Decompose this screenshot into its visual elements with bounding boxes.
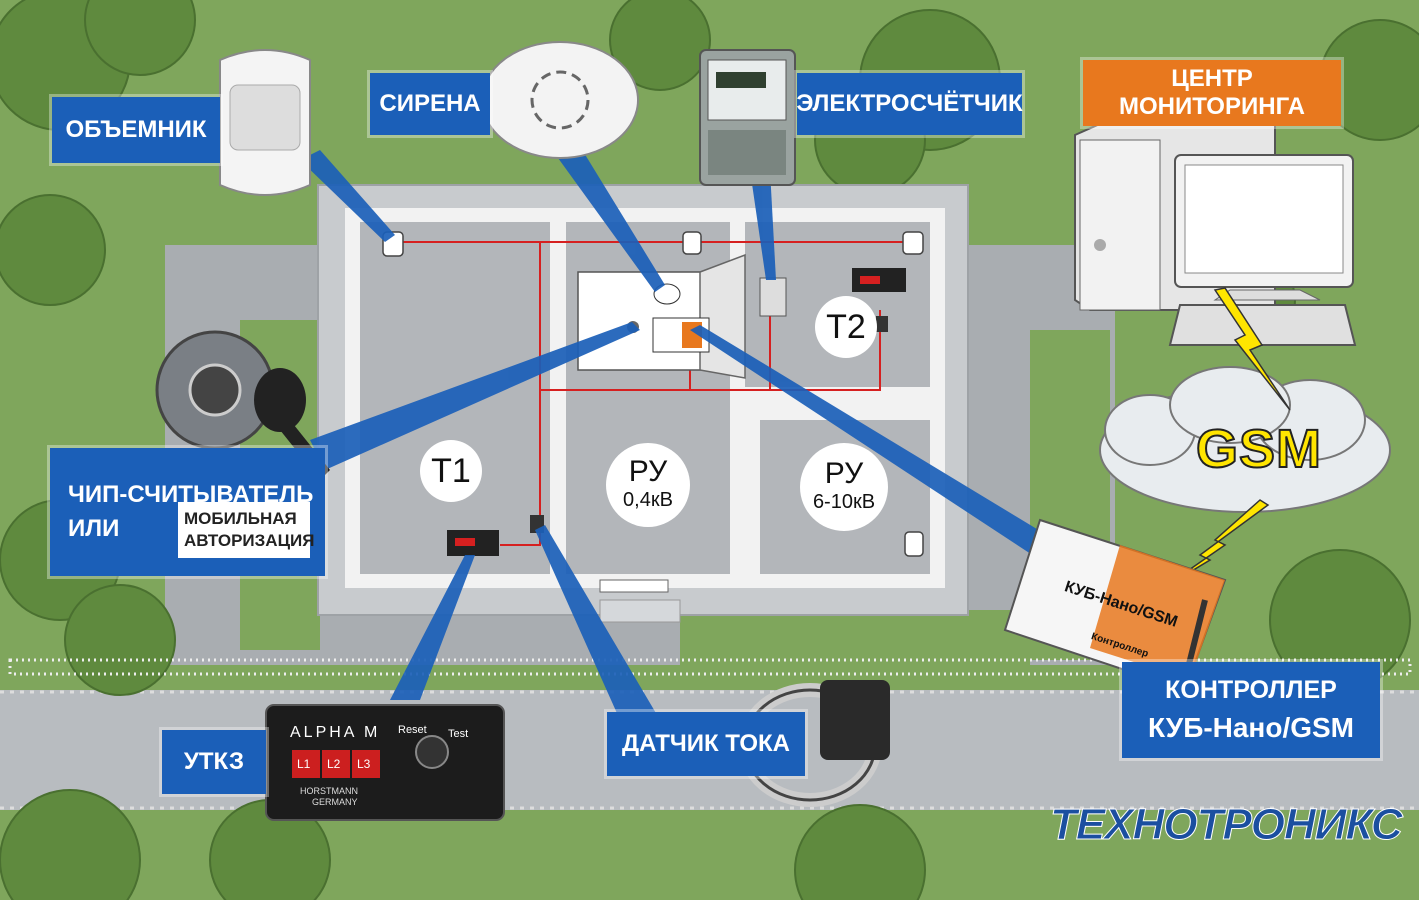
mobile-auth-badge: МОБИЛЬНАЯ АВТОРИЗАЦИЯ xyxy=(178,502,315,558)
room-label-ru-high: РУ 6-10кВ xyxy=(800,443,888,531)
ru-high-title: РУ xyxy=(824,457,864,490)
label-utkz: УТКЗ xyxy=(162,730,266,794)
controller-title: КОНТРОЛЛЕР xyxy=(1165,675,1337,704)
meter-device xyxy=(699,49,796,186)
ru-high-voltage: 6-10кВ xyxy=(812,491,876,513)
alpha-m-l1: L1 xyxy=(297,757,311,771)
siren-device xyxy=(481,41,639,159)
label-siren: СИРЕНА xyxy=(370,73,490,135)
label-current-sensor: ДАТЧИК ТОКА xyxy=(607,712,805,776)
alpha-m-test: Test xyxy=(448,728,469,740)
mobile-auth-line1: МОБИЛЬНАЯ xyxy=(184,508,297,528)
gsm-label: GSM xyxy=(1195,418,1323,480)
mobile-auth-line2: АВТОРИЗАЦИЯ xyxy=(184,531,315,550)
alpha-m-l3: L3 xyxy=(357,757,371,771)
controller-model: КУБ-Нано/GSM xyxy=(1147,712,1355,744)
connector-beams xyxy=(300,130,1055,720)
label-controller: КОНТРОЛЛЕР КУБ-Нано/GSM xyxy=(1122,662,1380,758)
ru-low-title: РУ xyxy=(628,455,668,488)
alpha-m-l2: L2 xyxy=(327,757,341,771)
chip-reader-or: ИЛИ xyxy=(68,515,120,542)
monitoring-computer xyxy=(1074,113,1357,346)
alpha-m-reset: Reset xyxy=(398,724,427,736)
label-motion-sensor: ОБЪЕМНИК xyxy=(52,97,220,163)
room-label-t2: Т2 xyxy=(815,296,877,358)
label-meter: ЭЛЕКТРОСЧЁТЧИК xyxy=(796,73,1023,135)
alpha-m-brand: HORSTMANN xyxy=(300,786,358,796)
brand-logo: ТЕХНОТРОНИКС xyxy=(1050,800,1404,850)
alpha-m-device xyxy=(265,704,505,821)
motion-detector-device xyxy=(219,49,311,196)
chip-reader-device xyxy=(155,330,330,480)
alpha-m-country: GERMANY xyxy=(312,797,358,807)
kub-controller-device xyxy=(1003,518,1227,701)
label-monitoring-center: ЦЕНТР МОНИТОРИНГА xyxy=(1083,60,1341,126)
ru-low-voltage: 0,4кВ xyxy=(623,489,673,511)
room-label-t1: Т1 xyxy=(420,440,482,502)
room-label-ru-low: РУ 0,4кВ xyxy=(606,443,690,527)
lightning-top-icon xyxy=(1213,287,1291,411)
gsm-cloud xyxy=(1099,366,1391,513)
alpha-m-name: ALPHA M xyxy=(290,724,381,741)
